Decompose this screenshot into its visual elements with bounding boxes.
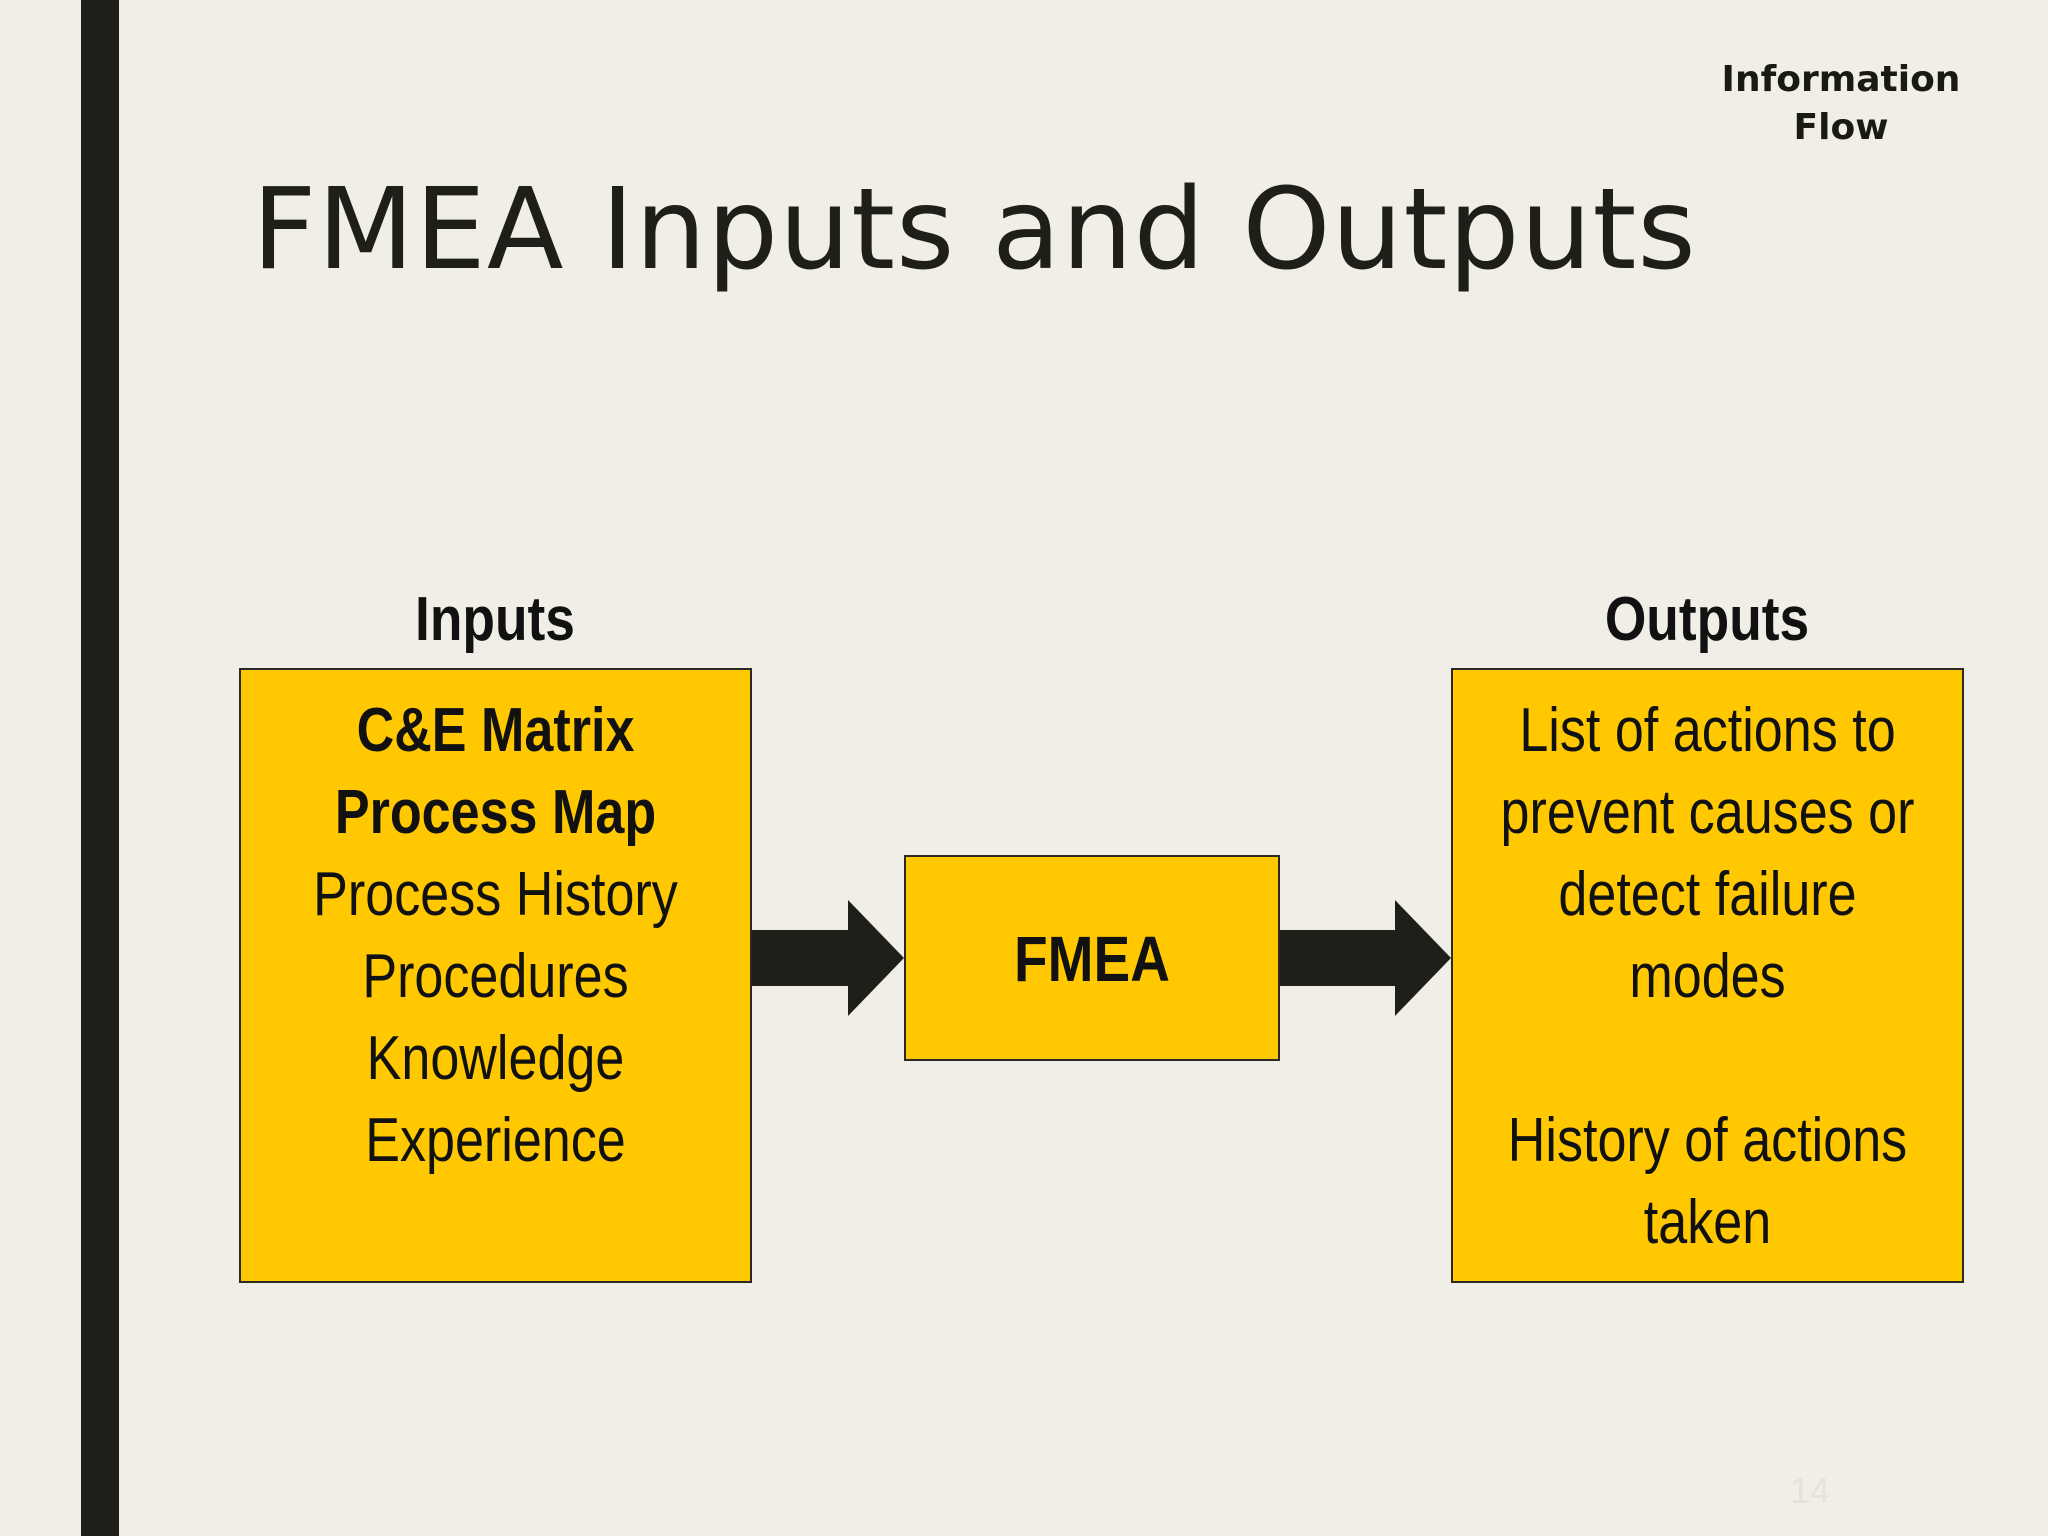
inputs-list: C&E Matrix Process Map Process History P… xyxy=(282,690,710,1182)
fmea-label: FMEA xyxy=(1014,923,1170,995)
input-item: Process Map xyxy=(334,778,657,847)
arrow-right-icon xyxy=(1280,900,1451,1016)
inputs-heading: Inputs xyxy=(415,585,575,654)
outputs-list: List of actions to prevent causes or det… xyxy=(1494,690,1922,1264)
outputs-box: List of actions to prevent causes or det… xyxy=(1451,668,1964,1283)
outputs-heading: Outputs xyxy=(1604,585,1810,654)
fmea-box: FMEA xyxy=(904,855,1280,1061)
input-item: Process History xyxy=(313,860,678,929)
output-line: taken xyxy=(1643,1188,1772,1257)
left-accent-bar xyxy=(81,0,119,1536)
section-label-line-2: Flow xyxy=(1793,107,1889,148)
input-item: C&E Matrix xyxy=(356,696,635,765)
page-number: 14 xyxy=(1790,1470,1831,1511)
arrow-right-icon xyxy=(752,900,904,1016)
output-spacer xyxy=(1494,1018,1922,1100)
output-line: List of actions to xyxy=(1519,696,1896,765)
output-line: History of actions xyxy=(1507,1106,1908,1175)
output-line: detect failure xyxy=(1558,860,1857,929)
input-item: Procedures xyxy=(362,942,629,1011)
inputs-box: C&E Matrix Process Map Process History P… xyxy=(239,668,752,1283)
section-label-line-1: Information xyxy=(1721,59,1961,100)
input-item: Knowledge xyxy=(366,1024,625,1093)
output-line: prevent causes or xyxy=(1500,778,1915,847)
output-line: modes xyxy=(1629,942,1786,1011)
slide-title: FMEA Inputs and Outputs xyxy=(252,165,1697,295)
input-item: Experience xyxy=(365,1106,626,1175)
section-label: Information Flow xyxy=(1700,56,1982,152)
